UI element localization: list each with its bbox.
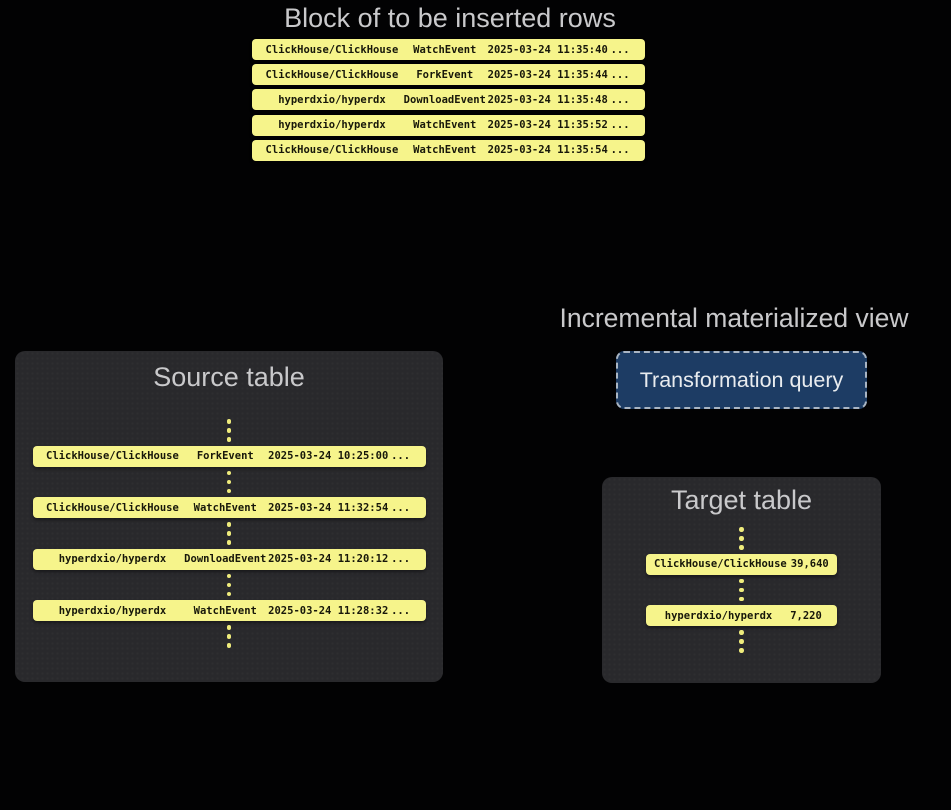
row-ellipsis: ... [391, 450, 411, 462]
row-timestamp: 2025-03-24 11:35:48 [487, 93, 608, 106]
row-repo: ClickHouse/ClickHouse [46, 450, 179, 462]
row-repo: hyperdxio/hyperdx [278, 93, 386, 106]
row-event: WatchEvent [193, 604, 257, 617]
row-repo: hyperdxio/hyperdx [58, 604, 167, 617]
table-row: hyperdxio/hyperdx WatchEvent 2025-03-24 … [252, 114, 645, 136]
table-row: ClickHouse/ClickHouse WatchEvent 2025-03… [252, 39, 645, 60]
row-repo: ClickHouse/ClickHouse [654, 558, 787, 570]
vertical-dots-icon [739, 527, 744, 550]
row-ellipsis: ... [610, 43, 630, 56]
target-table-panel: Target table ClickHouse/ClickHouse 39,64… [602, 477, 881, 683]
row-event: WatchEvent [413, 144, 477, 157]
row-repo: hyperdxio/hyperdx [664, 609, 773, 622]
row-event: ForkEvent [416, 68, 474, 81]
row-event: ForkEvent [196, 450, 254, 462]
vertical-dots-icon [226, 470, 232, 493]
row-repo: hyperdxio/hyperdx [278, 119, 386, 132]
row-timestamp: 2025-03-24 11:20:12 [268, 553, 389, 565]
insert-block-title: Block of to be inserted rows [284, 3, 616, 33]
row-ellipsis: ... [610, 93, 630, 106]
table-row: hyperdxio/hyperdx 7,220 [646, 605, 837, 626]
source-table-title: Source table [153, 362, 305, 392]
table-row: hyperdxio/hyperdx DownloadEvent 2025-03-… [252, 89, 645, 111]
table-row: hyperdxio/hyperdx DownloadEvent 2025-03-… [32, 548, 426, 570]
vertical-dots-icon [226, 522, 232, 545]
transformation-query-label: Transformation query [639, 367, 844, 392]
table-row: hyperdxio/hyperdx WatchEvent 2025-03-24 … [32, 600, 426, 621]
insert-block-rows: ClickHouse/ClickHouse WatchEvent 2025-03… [252, 39, 645, 161]
row-timestamp: 2025-03-24 11:32:54 [268, 501, 389, 514]
row-timestamp: 2025-03-24 11:35:44 [487, 68, 608, 81]
row-repo: ClickHouse/ClickHouse [46, 501, 179, 514]
vertical-dots-icon [226, 419, 232, 442]
table-row: ClickHouse/ClickHouse ForkEvent 2025-03-… [32, 445, 426, 467]
row-ellipsis: ... [610, 119, 630, 132]
row-event: WatchEvent [413, 43, 477, 56]
row-event: WatchEvent [413, 119, 477, 132]
row-event: DownloadEvent [403, 93, 486, 106]
row-count: 7,220 [790, 609, 822, 622]
row-repo: ClickHouse/ClickHouse [265, 68, 399, 81]
row-ellipsis: ... [610, 68, 630, 81]
target-table-title: Target table [670, 485, 813, 515]
row-timestamp: 2025-03-24 11:35:52 [487, 119, 608, 132]
row-ellipsis: ... [391, 501, 411, 514]
materialized-view-label: Incremental materialized view [559, 303, 909, 333]
transformation-query-button[interactable]: Transformation query [616, 351, 867, 409]
vertical-dots-icon [226, 573, 232, 596]
row-timestamp: 2025-03-24 11:35:40 [487, 43, 608, 56]
row-timestamp: 2025-03-24 11:28:32 [268, 604, 389, 617]
vertical-dots-icon [739, 630, 744, 653]
row-repo: hyperdxio/hyperdx [58, 553, 167, 565]
table-row: ClickHouse/ClickHouse 39,640 [646, 553, 837, 575]
row-repo: ClickHouse/ClickHouse [265, 144, 399, 157]
row-timestamp: 2025-03-24 11:35:54 [487, 144, 608, 157]
table-row: ClickHouse/ClickHouse WatchEvent 2025-03… [32, 497, 426, 518]
row-ellipsis: ... [610, 144, 630, 157]
row-event: WatchEvent [193, 501, 257, 514]
row-event: DownloadEvent [184, 553, 267, 565]
table-row: ClickHouse/ClickHouse WatchEvent 2025-03… [252, 139, 645, 161]
row-repo: ClickHouse/ClickHouse [265, 43, 399, 56]
row-timestamp: 2025-03-24 10:25:00 [268, 450, 389, 462]
row-ellipsis: ... [391, 553, 411, 565]
row-ellipsis: ... [391, 604, 411, 617]
vertical-dots-icon [739, 578, 744, 601]
vertical-dots-icon [226, 625, 232, 648]
row-count: 39,640 [790, 558, 829, 570]
source-table-panel: Source table ClickHouse/ClickHouse ForkE… [15, 351, 443, 682]
table-row: ClickHouse/ClickHouse ForkEvent 2025-03-… [252, 64, 645, 86]
